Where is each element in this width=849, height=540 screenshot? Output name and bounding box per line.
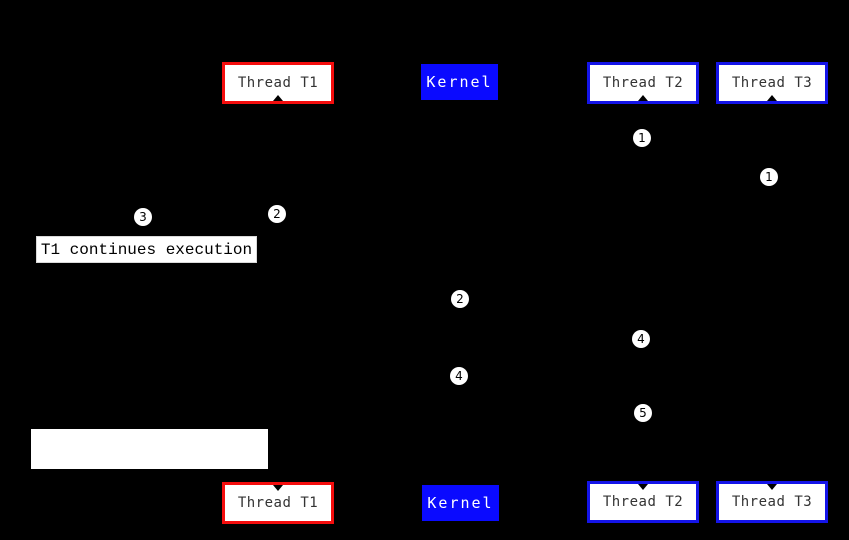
step-marker: 5 (634, 404, 652, 422)
node-label: Thread T3 (731, 75, 813, 91)
node-label: Kernel (426, 73, 493, 91)
arrowhead-notch (273, 95, 283, 101)
node-label: Kernel (427, 494, 494, 512)
step-marker: 4 (632, 330, 650, 348)
node-thread-t2-bottom: Thread T2 (587, 481, 699, 523)
node-kernel-top: Kernel (421, 64, 498, 100)
node-label: Thread T1 (237, 495, 319, 511)
annotation-t1-continues: T1 continues execution (36, 236, 257, 263)
arrowhead-notch (273, 485, 283, 491)
node-thread-t1-bottom: Thread T1 (222, 482, 334, 524)
arrowhead-notch (638, 95, 648, 101)
step-marker: 4 (450, 367, 468, 385)
step-marker: 1 (760, 168, 778, 186)
step-marker: 3 (134, 208, 152, 226)
step-marker: 1 (633, 129, 651, 147)
node-thread-t3-bottom: Thread T3 (716, 481, 828, 523)
node-thread-t3-top: Thread T3 (716, 62, 828, 104)
step-marker: 2 (451, 290, 469, 308)
node-thread-t2-top: Thread T2 (587, 62, 699, 104)
step-marker: 2 (268, 205, 286, 223)
annotation-blank-box (31, 429, 268, 469)
arrowhead-notch (767, 95, 777, 101)
arrowhead-notch (638, 484, 648, 490)
node-label: Thread T2 (602, 494, 684, 510)
node-label: Thread T1 (237, 75, 319, 91)
node-thread-t1-top: Thread T1 (222, 62, 334, 104)
node-label: Thread T2 (602, 75, 684, 91)
node-kernel-bottom: Kernel (422, 485, 499, 521)
arrowhead-notch (767, 484, 777, 490)
node-label: Thread T3 (731, 494, 813, 510)
